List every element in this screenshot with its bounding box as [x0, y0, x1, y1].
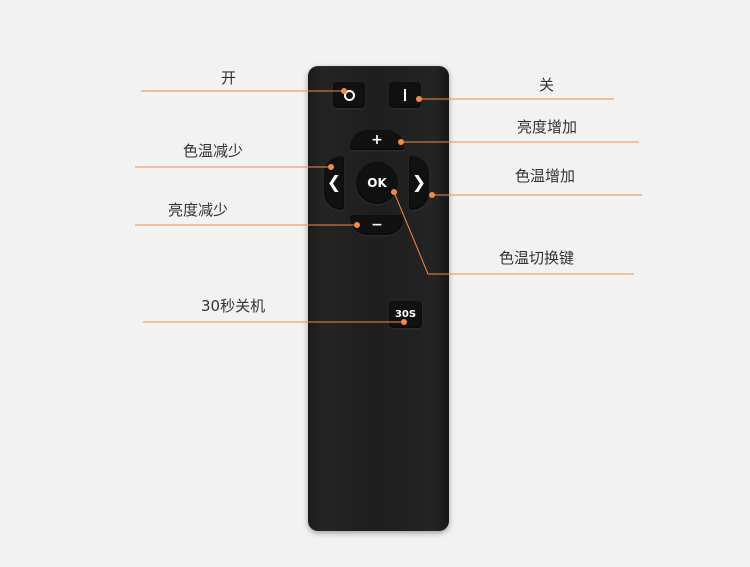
- leader-dot-brightness-up: [398, 139, 404, 145]
- leader-dot-color-temp-toggle: [391, 189, 397, 195]
- label-brightness-down: 亮度减少: [168, 201, 229, 219]
- color-temp-up-button[interactable]: ❯: [409, 156, 429, 210]
- leader-dot-timer: [401, 319, 407, 325]
- ok-button[interactable]: OK: [356, 162, 398, 204]
- minus-icon: −: [371, 217, 383, 233]
- label-color-temp-up: 色温增加: [515, 167, 576, 185]
- leader-dot-power-on: [341, 88, 347, 94]
- label-timer-off: 30秒关机: [201, 297, 266, 315]
- power-off-button[interactable]: [389, 82, 421, 108]
- leader-dot-color-temp-down: [328, 164, 334, 170]
- chevron-left-icon: ❮: [326, 172, 342, 193]
- power-on-icon: [343, 89, 355, 101]
- chevron-right-icon: ❯: [411, 172, 427, 193]
- power-on-button[interactable]: [333, 82, 365, 108]
- brightness-down-button[interactable]: −: [350, 215, 404, 235]
- label-power-off: 关: [539, 76, 555, 94]
- brightness-up-button[interactable]: +: [350, 130, 404, 150]
- leader-line-color-temp-toggle: [393, 191, 634, 275]
- leader-dot-color-temp-up: [429, 192, 435, 198]
- plus-icon: +: [371, 132, 383, 148]
- leader-dot-power-off: [416, 96, 422, 102]
- label-color-temp-down: 色温减少: [183, 142, 244, 160]
- label-color-temp-toggle: 色温切换键: [499, 249, 575, 267]
- label-power-on: 开: [221, 69, 237, 87]
- timer-30s-button[interactable]: 30S: [389, 301, 422, 328]
- power-off-icon: [404, 89, 406, 101]
- label-brightness-up: 亮度增加: [517, 118, 578, 136]
- leader-dot-brightness-down: [354, 222, 360, 228]
- color-temp-down-button[interactable]: ❮: [324, 156, 344, 210]
